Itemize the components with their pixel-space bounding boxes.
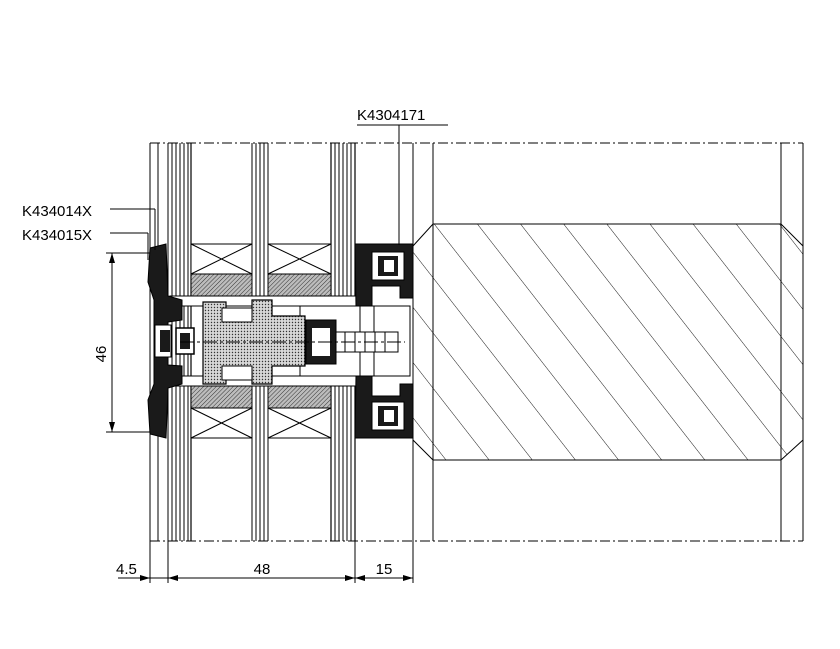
part-label-top: K4304171 xyxy=(357,107,425,124)
dimension-lines xyxy=(106,252,414,583)
part-label-left-2: K434015X xyxy=(22,227,92,244)
dimension-middle: 48 xyxy=(254,561,271,578)
dimension-right: 15 xyxy=(376,561,393,578)
lower-spacers xyxy=(190,385,332,439)
part-label-left-1: K434014X xyxy=(22,203,92,220)
dimension-vertical: 46 xyxy=(93,346,110,363)
left-gasket xyxy=(147,243,195,439)
dimension-left-small: 4.5 xyxy=(116,561,137,578)
leader-lines xyxy=(110,124,448,260)
fastening-screw xyxy=(180,319,405,365)
upper-spacers xyxy=(190,243,332,297)
right-glass-pane xyxy=(412,223,804,461)
